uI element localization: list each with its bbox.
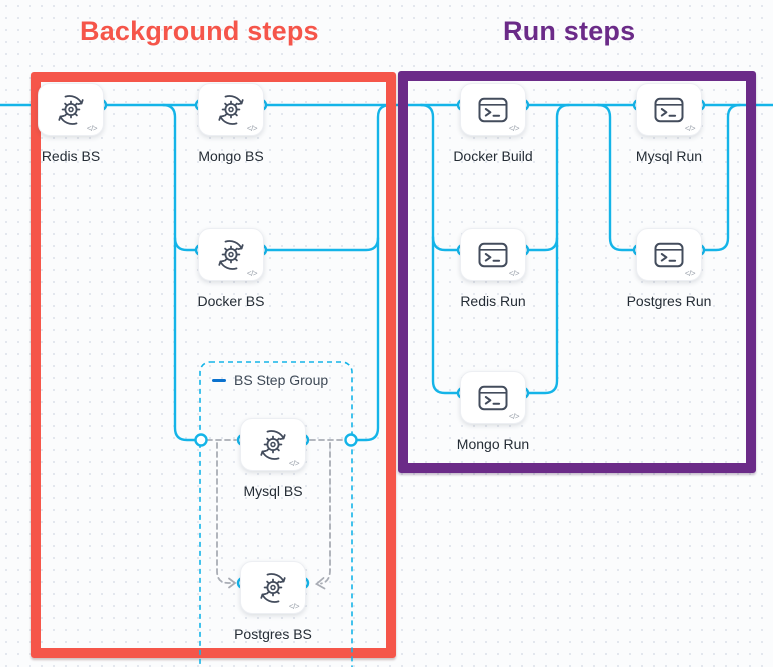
terminal-icon — [653, 241, 685, 269]
sync-gear-icon — [256, 428, 290, 462]
node-mysql-run[interactable]: </> — [636, 83, 702, 136]
node-label-redis-run: Redis Run — [460, 293, 526, 309]
node-mysql-bs[interactable]: </> — [240, 418, 306, 471]
node-label-docker-build: Docker Build — [453, 148, 533, 164]
node-mongo-bs[interactable]: </> — [198, 83, 264, 136]
code-badge: </> — [684, 124, 696, 133]
bs-step-group-header: BS Step Group — [212, 372, 328, 388]
node-redis-run[interactable]: </> — [460, 228, 526, 281]
node-label-docker-bs: Docker BS — [197, 293, 265, 309]
node-mongo-run[interactable]: </> — [460, 371, 526, 424]
node-docker-bs[interactable]: </> — [198, 228, 264, 281]
node-label-redis-bs: Redis BS — [41, 148, 101, 164]
code-badge: </> — [246, 124, 258, 133]
code-badge: </> — [508, 124, 520, 133]
code-badge: </> — [288, 602, 300, 611]
code-badge: </> — [508, 412, 520, 421]
code-badge: </> — [508, 269, 520, 278]
node-label-mysql-run: Mysql Run — [635, 148, 703, 164]
sync-gear-icon — [54, 93, 88, 127]
node-label-mongo-bs: Mongo BS — [198, 148, 264, 164]
terminal-icon — [653, 96, 685, 124]
code-badge: </> — [86, 124, 98, 133]
node-label-postgres-bs: Postgres BS — [234, 626, 312, 642]
sync-gear-icon — [256, 571, 290, 605]
terminal-icon — [477, 241, 509, 269]
sync-gear-icon — [214, 238, 248, 272]
sync-gear-icon — [214, 93, 248, 127]
terminal-icon — [477, 384, 509, 412]
terminal-icon — [477, 96, 509, 124]
node-postgres-run[interactable]: </> — [636, 228, 702, 281]
node-docker-build[interactable]: </> — [460, 83, 526, 136]
node-label-mysql-bs: Mysql BS — [243, 483, 303, 499]
bs-step-group-label: BS Step Group — [234, 372, 329, 388]
run-steps-title: Run steps — [503, 16, 636, 46]
collapse-dash-icon[interactable] — [212, 378, 226, 382]
node-postgres-bs[interactable]: </> — [240, 561, 306, 614]
node-label-mongo-run: Mongo Run — [456, 436, 530, 452]
code-badge: </> — [246, 269, 258, 278]
node-label-postgres-run: Postgres Run — [626, 293, 712, 309]
run-steps-highlight-box — [398, 71, 756, 473]
code-badge: </> — [684, 269, 696, 278]
background-steps-title: Background steps — [80, 16, 319, 46]
code-badge: </> — [288, 459, 300, 468]
node-redis-bs[interactable]: </> — [38, 83, 104, 136]
